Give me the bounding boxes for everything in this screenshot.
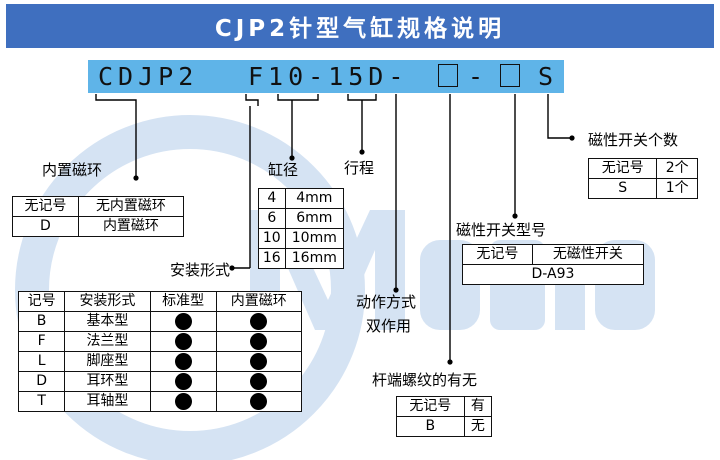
table-cell: 耳环型: [64, 371, 151, 392]
standard-dot: [174, 312, 192, 330]
code-placeholder-box: [500, 64, 520, 87]
magnet-label: 内置磁环: [42, 161, 103, 179]
table-cell: 10mm: [284, 228, 345, 249]
model-code-mid: F10-15D-: [248, 62, 409, 91]
magnet-dot: [250, 372, 268, 390]
mounting-label: 安装形式: [170, 261, 231, 279]
table-cell: S: [587, 178, 658, 199]
table-cell: 基本型: [64, 311, 151, 332]
table-cell: 10: [258, 228, 286, 249]
table-cell: B: [396, 416, 465, 437]
table-cell: 16mm: [284, 248, 345, 269]
action-value: 双作用: [366, 317, 412, 335]
magnet-dot: [250, 332, 268, 350]
table-cell: L: [17, 351, 66, 372]
model-code-bar: [88, 60, 564, 93]
table-cell: [215, 351, 303, 372]
table-cell: D: [17, 371, 66, 392]
table-cell: [149, 371, 217, 392]
action-label: 动作方式: [356, 293, 417, 311]
table-cell: F: [17, 331, 66, 352]
table-cell: [215, 371, 303, 392]
table-cell: 无记号: [462, 244, 533, 265]
table-cell: 脚座型: [64, 351, 151, 372]
table-cell: [215, 311, 303, 332]
table-cell: 内置磁环: [77, 216, 185, 237]
table-cell: 4mm: [284, 188, 345, 209]
bore-label: 缸径: [268, 161, 299, 179]
table-cell: 无: [463, 416, 493, 437]
table-cell: 标准型: [149, 291, 217, 312]
table-cell: [215, 391, 303, 412]
table-cell: 无记号: [587, 158, 658, 179]
code-placeholder-box: [438, 64, 458, 87]
table-cell: 16: [258, 248, 286, 269]
standard-dot: [174, 372, 192, 390]
table-cell: 无磁性开关: [531, 244, 645, 265]
model-code-series: CDJP2: [98, 62, 199, 91]
magnet-dot: [250, 392, 268, 410]
rod-thread-label: 杆端螺纹的有无: [372, 371, 478, 389]
magnet-dot: [250, 312, 268, 330]
table-cell: 1个: [656, 178, 698, 199]
table-cell: D: [12, 216, 79, 237]
table-cell: T: [17, 391, 66, 412]
table-cell: 2个: [656, 158, 698, 179]
table-cell: 4: [258, 188, 286, 209]
table-cell: [149, 351, 217, 372]
table-cell: 6: [258, 208, 286, 229]
standard-dot: [174, 352, 192, 370]
table-cell: [149, 391, 217, 412]
table-cell: 无记号: [396, 396, 465, 417]
table-cell: 有: [463, 396, 493, 417]
table-cell: 耳轴型: [64, 391, 151, 412]
model-code-sep: -: [468, 62, 489, 91]
magnet-dot: [250, 352, 268, 370]
table-cell: 记号: [17, 291, 66, 312]
switch-count-label: 磁性开关个数: [588, 131, 679, 149]
table-cell: 内置磁环: [215, 291, 303, 312]
table-cell: 法兰型: [64, 331, 151, 352]
switch-model-table: 无记号无磁性开关 D-A93: [462, 244, 645, 285]
table-cell: 无记号: [12, 196, 79, 217]
table-cell: 6mm: [284, 208, 345, 229]
model-code-suffix: S: [538, 62, 559, 91]
standard-dot: [174, 332, 192, 350]
standard-dot: [174, 392, 192, 410]
table-cell: [215, 331, 303, 352]
table-cell: 无内置磁环: [77, 196, 185, 217]
switch-model-label: 磁性开关型号: [456, 221, 547, 239]
table-cell: [149, 331, 217, 352]
table-cell: B: [17, 311, 66, 332]
table-cell: [149, 311, 217, 332]
table-cell: D-A93: [462, 264, 644, 285]
stroke-label: 行程: [344, 159, 375, 177]
table-cell: 安装形式: [64, 291, 151, 312]
page-title: CJP2针型气缸规格说明: [6, 4, 714, 48]
